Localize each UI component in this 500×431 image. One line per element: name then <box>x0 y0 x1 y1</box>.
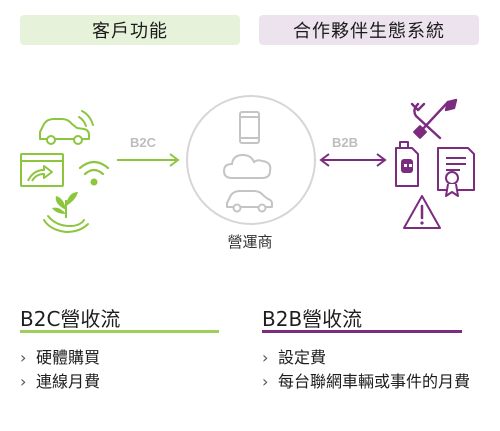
customer-features-header: 客戶功能 <box>20 15 240 45</box>
list-item-text: 硬體購買 <box>36 348 101 367</box>
smartphone-icon <box>239 111 260 144</box>
cloud-icon <box>222 153 272 179</box>
list-item: › 連線月費 <box>20 370 230 394</box>
operator-label: 營運商 <box>227 233 272 251</box>
b2b-label: B2B <box>332 135 358 150</box>
chevron-right-icon: › <box>262 348 269 367</box>
chevron-right-icon: › <box>20 348 27 367</box>
list-item: › 硬體購買 <box>20 346 230 370</box>
partner-ecosystem-header: 合作夥伴生態系統 <box>259 15 479 45</box>
b2c-arrow <box>117 153 180 167</box>
b2c-revenue-title: B2C營收流 <box>20 307 121 331</box>
list-item-text: 每台聯網車輛或事件的月費 <box>278 372 471 391</box>
b2c-label: B2C <box>130 135 157 150</box>
fuel-can-icon <box>395 141 419 187</box>
warning-triangle-icon <box>403 195 441 229</box>
b2b-revenue-list: › 設定費 › 每台聯網車輛或事件的月費 <box>262 346 477 394</box>
center-car-icon <box>226 190 273 213</box>
flow-diagram: B2C 營運商 B2B <box>20 95 475 251</box>
list-item-text: 設定費 <box>278 348 327 367</box>
plant-hand-icon <box>43 192 89 234</box>
list-item-text: 連線月費 <box>36 372 101 391</box>
b2c-title-underline <box>20 330 219 333</box>
list-item: › 設定費 <box>262 346 477 370</box>
browser-window-icon <box>20 153 64 187</box>
b2b-title-underline <box>262 330 462 333</box>
wrench-screwdriver-icon <box>410 98 458 140</box>
b2c-revenue-list: › 硬體購買 › 連線月費 <box>20 346 230 394</box>
chevron-right-icon: › <box>20 372 27 391</box>
chevron-right-icon: › <box>262 372 269 391</box>
operator-circle <box>186 95 316 225</box>
b2b-revenue-title: B2B營收流 <box>262 307 363 331</box>
car-wifi-icon <box>39 110 94 145</box>
wifi-signal-icon <box>78 160 110 186</box>
certificate-icon <box>437 147 475 197</box>
customer-features-label: 客戶功能 <box>92 21 168 42</box>
b2b-double-arrow <box>319 153 387 167</box>
list-item: › 每台聯網車輛或事件的月費 <box>262 370 477 394</box>
partner-ecosystem-label: 合作夥伴生態系統 <box>293 21 445 42</box>
